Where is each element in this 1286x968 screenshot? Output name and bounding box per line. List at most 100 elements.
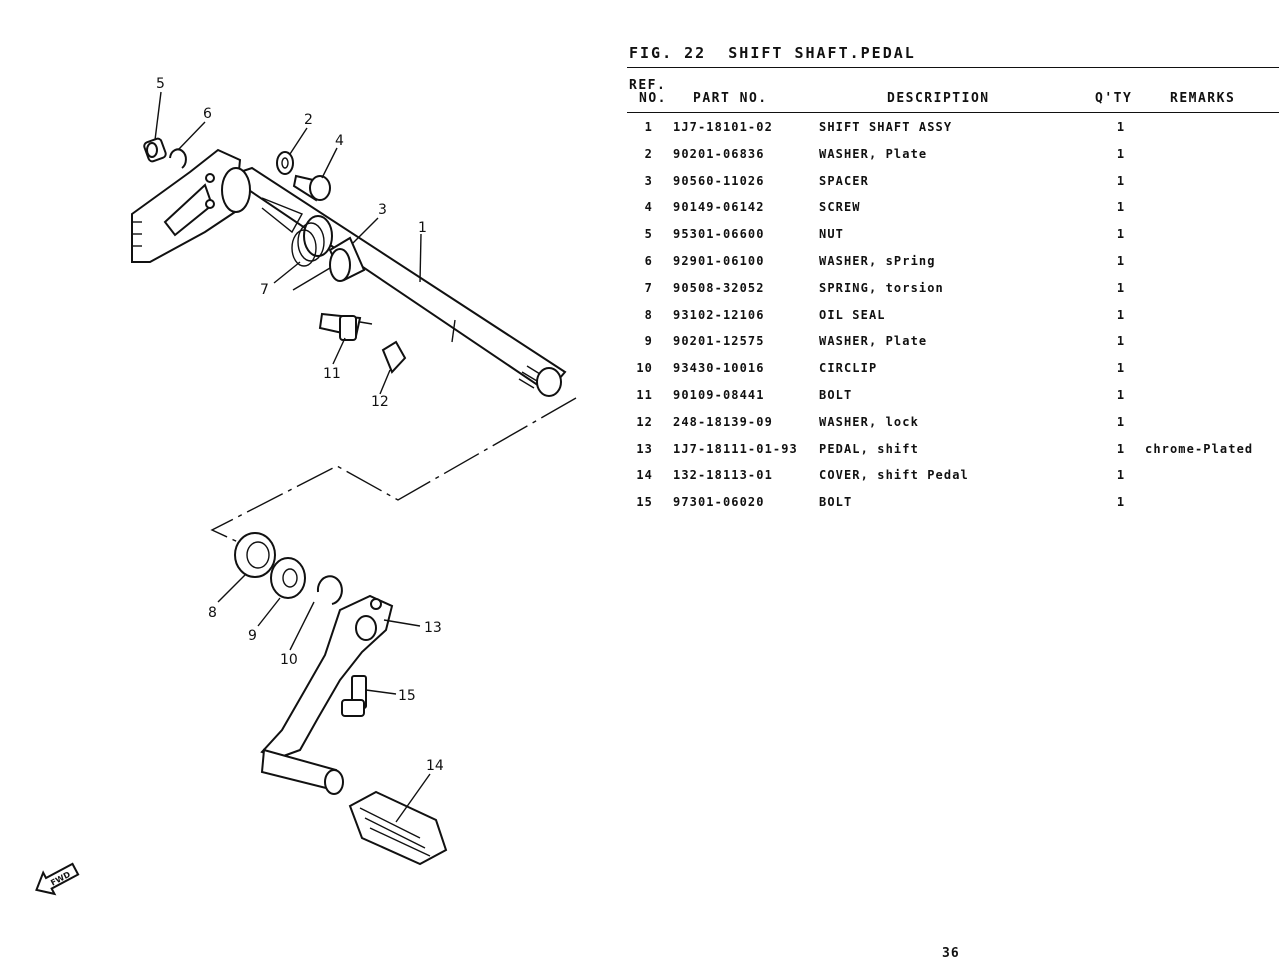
description-cell: WASHER, Plate xyxy=(819,334,928,349)
description-cell: OIL SEAL xyxy=(819,307,886,322)
ref-no-cell: 12 xyxy=(636,414,653,429)
torsion-spring-part xyxy=(261,197,333,267)
table-row: 1 1J7-18101-02 SHIFT SHAFT ASSY 1 xyxy=(627,116,1279,143)
part-no-cell: 93102-12106 xyxy=(673,307,765,322)
ref-no-cell: 14 xyxy=(636,468,653,483)
qty-cell: 1 xyxy=(1116,495,1126,510)
table-row: 6 92901-06100 WASHER, sPring 1 xyxy=(627,250,1279,277)
description-cell: WASHER, lock xyxy=(819,414,919,429)
callout-6: 6 xyxy=(203,106,212,122)
qty-cell: 1 xyxy=(1116,280,1126,295)
part-no-cell: 90109-08441 xyxy=(673,387,765,402)
callout-9: 9 xyxy=(248,628,257,644)
callout-3: 3 xyxy=(378,202,387,218)
part-no-cell: 1J7-18101-02 xyxy=(673,120,773,134)
bolt-11-part xyxy=(318,312,373,341)
part-no-cell: 1J7-18111-01-93 xyxy=(673,441,798,456)
header-description: DESCRIPTION xyxy=(887,91,990,106)
table-row: 10 93430-10016 CIRCLIP 1 xyxy=(627,357,1279,384)
ref-no-cell: 11 xyxy=(636,387,653,402)
part-no-cell: 90508-32052 xyxy=(673,280,765,295)
description-cell: SHIFT SHAFT ASSY xyxy=(819,120,953,134)
description-cell: PEDAL, shift xyxy=(819,441,919,456)
part-no-cell: 90201-12575 xyxy=(673,334,765,349)
description-cell: WASHER, sPring xyxy=(819,253,936,268)
callout-15: 15 xyxy=(398,688,416,704)
description-cell: BOLT xyxy=(819,495,853,510)
qty-cell: 1 xyxy=(1116,227,1126,242)
callout-12: 12 xyxy=(371,394,389,410)
callout-14: 14 xyxy=(426,758,444,774)
table-row: 9 90201-12575 WASHER, Plate 1 xyxy=(627,330,1279,357)
header-part-no: PART NO. xyxy=(693,91,768,106)
description-cell: CIRCLIP xyxy=(819,361,878,376)
qty-cell: 1 xyxy=(1116,253,1126,268)
table-header-rule xyxy=(627,112,1279,113)
qty-cell: 1 xyxy=(1116,200,1126,215)
pedal-cover-part xyxy=(348,790,448,866)
table-row: 8 93102-12106 OIL SEAL 1 xyxy=(627,304,1279,331)
header-remarks: REMARKS xyxy=(1170,91,1236,106)
part-no-cell: 90149-06142 xyxy=(673,200,765,215)
part-no-cell: 93430-10016 xyxy=(673,361,765,376)
ref-no-cell: 9 xyxy=(644,334,653,349)
ref-no-cell: 8 xyxy=(644,307,653,322)
callout-1: 1 xyxy=(418,220,427,236)
ref-no-cell: 1 xyxy=(644,120,653,134)
header-qty: Q'TY xyxy=(1095,91,1133,106)
table-top-rule xyxy=(627,67,1279,68)
plate-washer-9-part xyxy=(270,557,306,599)
qty-cell: 1 xyxy=(1116,334,1126,349)
ref-no-cell: 10 xyxy=(636,361,653,376)
ref-no-cell: 6 xyxy=(644,253,653,268)
callout-5: 5 xyxy=(156,76,165,92)
ref-no-cell: 13 xyxy=(636,441,653,456)
exploded-parts-diagram: 5 6 2 4 3 1 7 11 12 8 9 10 13 15 14 FWD xyxy=(35,76,577,896)
shift-lever-arm xyxy=(131,148,251,263)
page-number: 36 xyxy=(942,946,960,961)
callout-7: 7 xyxy=(260,282,269,298)
ref-no-cell: 3 xyxy=(644,173,653,188)
remarks-cell: chrome-Plated xyxy=(1145,441,1254,456)
shaft-to-pedal-leader xyxy=(292,267,331,291)
part-no-cell: 95301-06600 xyxy=(673,227,765,242)
screw-part xyxy=(292,174,331,202)
qty-cell: 1 xyxy=(1116,120,1126,134)
spring-washer-part xyxy=(169,148,187,169)
qty-cell: 1 xyxy=(1116,173,1126,188)
table-row: 14 132-18113-01 COVER, shift Pedal 1 xyxy=(627,464,1279,491)
qty-cell: 1 xyxy=(1116,468,1126,483)
part-no-cell: 92901-06100 xyxy=(673,253,765,268)
part-no-cell: 97301-06020 xyxy=(673,495,765,510)
table-row: 4 90149-06142 SCREW 1 xyxy=(627,196,1279,223)
callout-labels: 5 6 2 4 3 1 7 11 12 8 9 10 13 15 14 xyxy=(156,76,444,774)
figure-title: FIG. 22 SHIFT SHAFT.PEDAL xyxy=(629,44,916,62)
leader-lines xyxy=(154,91,431,823)
callout-10: 10 xyxy=(280,652,298,668)
part-no-cell: 90201-06836 xyxy=(673,146,765,161)
qty-cell: 1 xyxy=(1116,387,1126,402)
plate-washer-part xyxy=(276,151,294,175)
qty-cell: 1 xyxy=(1116,146,1126,161)
qty-cell: 1 xyxy=(1116,307,1126,322)
part-no-cell: 132-18113-01 xyxy=(673,468,773,483)
description-cell: COVER, shift Pedal xyxy=(819,468,969,483)
spacer-part xyxy=(328,236,366,282)
oil-seal-part xyxy=(234,532,276,578)
ref-no-cell: 4 xyxy=(644,200,653,215)
qty-cell: 1 xyxy=(1116,361,1126,376)
circlip-part xyxy=(316,575,343,605)
description-cell: WASHER, Plate xyxy=(819,146,928,161)
callout-11: 11 xyxy=(323,366,341,382)
lock-washer-part xyxy=(381,340,407,374)
shift-pedal-part xyxy=(260,594,394,795)
description-cell: SCREW xyxy=(819,200,861,215)
callout-4: 4 xyxy=(335,133,344,149)
